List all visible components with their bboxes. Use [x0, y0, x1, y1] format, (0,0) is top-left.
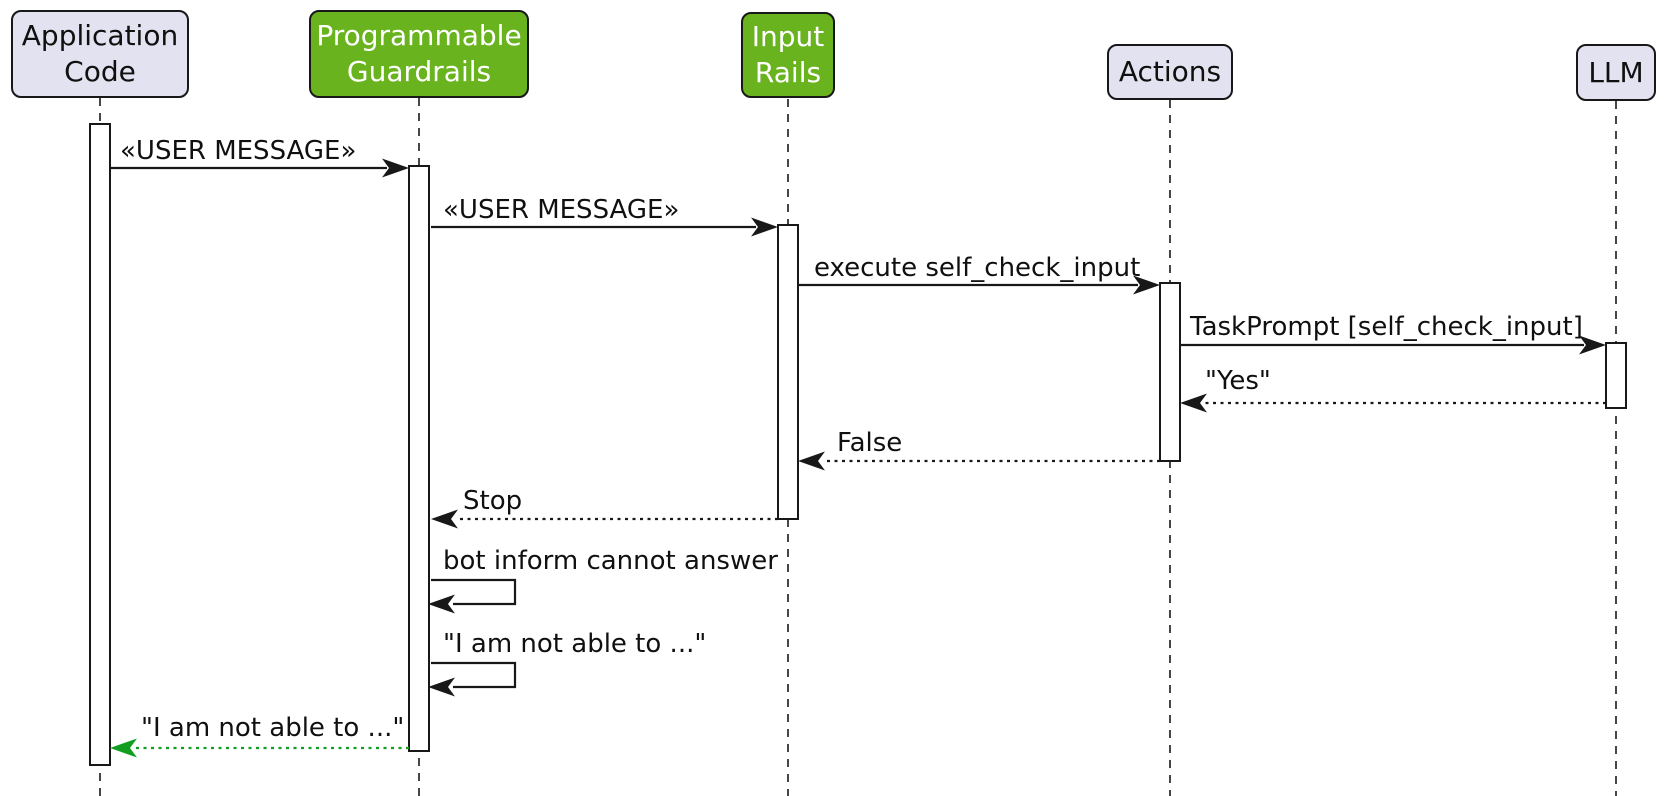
participant-programmable-guardrails: Programmable Guardrails	[309, 10, 529, 98]
message-arrowhead-5	[1180, 393, 1207, 413]
activation-bar-application-code	[89, 123, 111, 766]
participant-label: Application	[21, 19, 179, 53]
message-arrowhead-2	[751, 217, 778, 237]
message-label-not-able-self: "I am not able to ..."	[443, 629, 707, 659]
participant-input-rails: Input Rails	[741, 12, 835, 98]
message-arrowhead-1	[382, 158, 409, 178]
message-label-user-message-1: «USER MESSAGE»	[120, 136, 357, 166]
participant-actions: Actions	[1107, 44, 1233, 100]
activation-bar-input-rails	[777, 224, 799, 520]
message-label-user-message-2: «USER MESSAGE»	[443, 195, 680, 225]
participant-label: Code	[64, 55, 136, 88]
message-arrowhead-3	[1133, 275, 1160, 295]
activation-bar-programmable-guardrails	[408, 165, 430, 752]
message-label-stop: Stop	[463, 486, 523, 516]
participant-label: Input	[751, 20, 825, 54]
participant-label: Programmable	[316, 19, 522, 53]
participant-llm: LLM	[1576, 44, 1656, 101]
message-label-not-able-return: "I am not able to ..."	[141, 713, 405, 743]
participant-application-code: Application Code	[11, 10, 189, 98]
message-arrowhead-4	[1579, 335, 1606, 355]
message-arrowhead-6	[798, 451, 825, 471]
activation-bar-llm	[1605, 342, 1627, 409]
message-arrowhead-10	[110, 738, 137, 758]
message-arrowhead-9	[428, 677, 455, 697]
message-line-9	[431, 661, 517, 689]
message-label-false: False	[837, 428, 903, 458]
message-arrowhead-8	[428, 594, 455, 614]
participant-label: Guardrails	[346, 55, 492, 88]
participant-label: Actions	[1118, 55, 1222, 89]
participant-label: LLM	[1588, 55, 1644, 89]
message-arrowhead-7	[431, 509, 458, 529]
message-label-bot-inform: bot inform cannot answer	[443, 546, 778, 576]
message-line-8	[431, 578, 517, 606]
activation-bar-actions	[1159, 282, 1181, 462]
message-label-yes: "Yes"	[1205, 366, 1271, 396]
participant-label: Rails	[754, 56, 822, 89]
message-label-taskprompt: TaskPrompt [self_check_input]	[1190, 312, 1583, 342]
message-label-execute-self-check-input: execute self_check_input	[814, 253, 1141, 283]
